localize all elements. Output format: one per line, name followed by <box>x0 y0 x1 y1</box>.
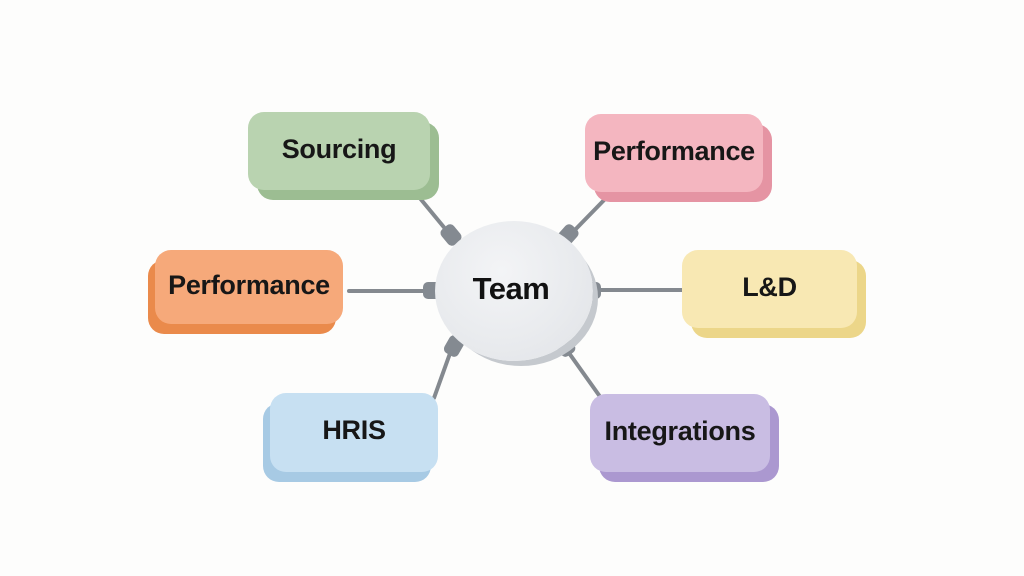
node-sourcing[interactable]: Sourcing <box>248 112 430 190</box>
node-ld-label: L&D <box>742 271 797 302</box>
node-performance-top[interactable]: Performance <box>585 114 763 192</box>
node-sourcing-label: Sourcing <box>281 133 397 164</box>
connector-node-upper-left <box>440 224 462 246</box>
node-performance-left-label: Performance <box>168 269 330 300</box>
node-hris-label: HRIS <box>322 415 386 445</box>
hub-team-label: Team <box>472 271 550 306</box>
node-hris[interactable]: HRIS <box>270 393 438 472</box>
node-ld[interactable]: L&D <box>682 250 857 328</box>
node-performance-top-label: Performance <box>593 135 755 166</box>
node-integrations-label: Integrations <box>604 415 756 446</box>
node-integrations[interactable]: Integrations <box>590 394 770 472</box>
connector-line-integrations <box>562 344 603 400</box>
node-performance-left[interactable]: Performance <box>155 250 343 324</box>
hub-team[interactable]: Team <box>435 221 593 361</box>
